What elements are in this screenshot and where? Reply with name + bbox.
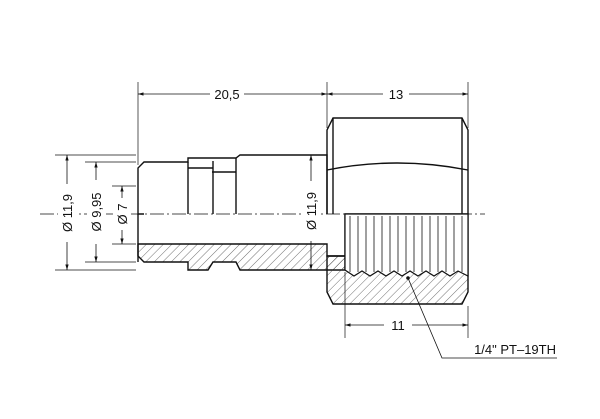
- dim-hex-length: 13: [389, 87, 403, 102]
- dim-diameter-bore: Ø 7: [115, 204, 130, 225]
- dim-diameter-groove: Ø 9,95: [89, 192, 104, 231]
- dim-plug-length: 20,5: [214, 87, 239, 102]
- dim-diameter-body: Ø 11,9: [304, 192, 319, 230]
- dim-diameter-outer: Ø 11,9: [60, 194, 75, 232]
- extension-lines-left: [55, 154, 136, 271]
- extension-lines-bottom: [344, 272, 469, 338]
- plug-outline-upper: [137, 154, 328, 215]
- thread-callout-leader: [407, 277, 557, 359]
- leader-dot: [406, 276, 410, 280]
- hex-nut-section-lower: [326, 213, 469, 305]
- extension-lines-top: [137, 82, 469, 165]
- hex-nut-upper: [326, 117, 469, 214]
- thread-lines: [349, 216, 463, 272]
- thread-callout: 1/4" PT–19TH: [474, 342, 556, 357]
- dim-thread-length: 11: [391, 318, 405, 333]
